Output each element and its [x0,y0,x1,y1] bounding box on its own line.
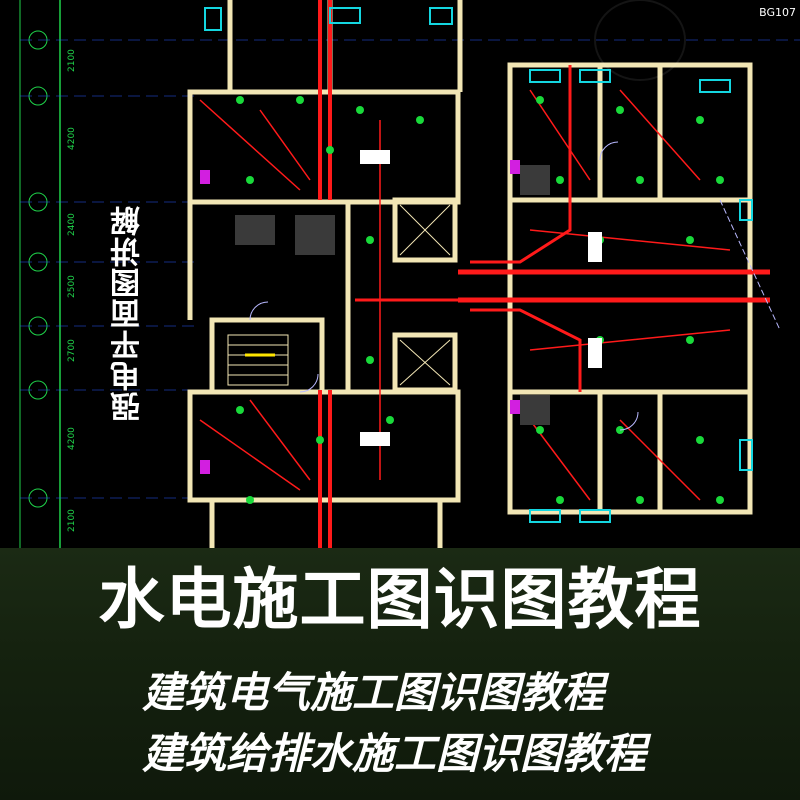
fixtures [204,7,753,523]
doors [249,141,781,431]
main-title: 水电施工图识图教程 [98,561,702,638]
dim-label: 2100 [67,49,77,72]
distribution-boxes [360,150,602,446]
dim-label: 2400 [67,213,77,236]
subtitle-electrical: 建筑电气施工图识图教程 [142,668,605,717]
dim-label: 2500 [67,275,77,298]
magenta-symbols [200,160,520,474]
dim-label: 2100 [67,509,77,532]
subtitle-plumbing: 建筑给排水施工图识图教程 [142,729,647,778]
bath-blocks [235,165,550,425]
walls [187,0,753,548]
devices [236,96,724,504]
stair [227,334,289,386]
title-banner [0,548,800,800]
product-code: BG107 [759,6,796,19]
elevators [399,204,451,386]
vertical-title: 强电平面图讲解 [111,205,146,422]
dim-label: 2700 [67,339,77,362]
axis-markers [20,30,800,508]
dim-label: 4200 [67,127,77,150]
dim-label: 4200 [67,427,77,450]
floor-plan-drawing: 2100 4200 2400 2500 2700 4200 2100 [19,0,800,548]
